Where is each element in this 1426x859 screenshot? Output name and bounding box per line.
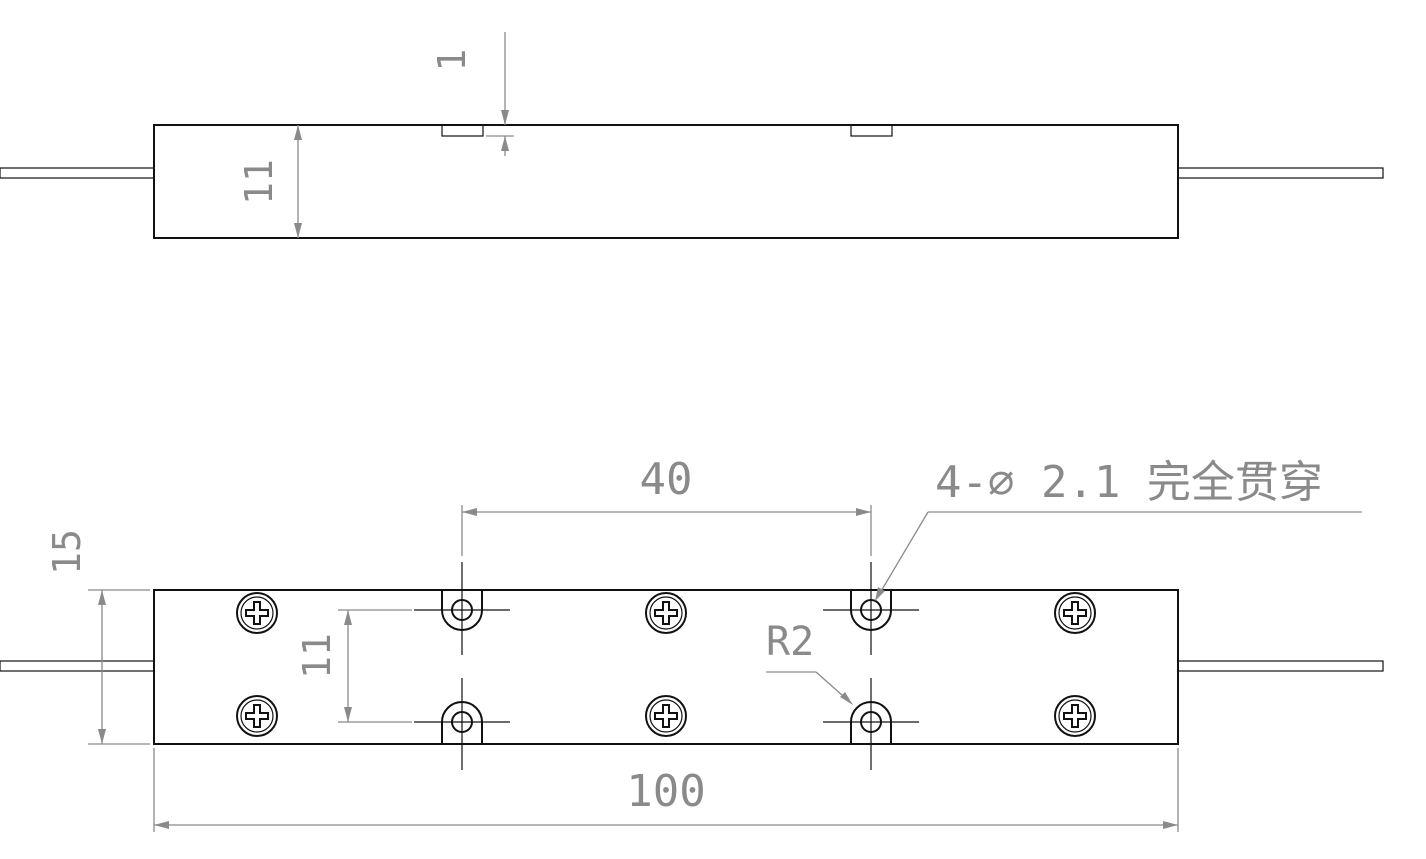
screw-icon — [645, 695, 687, 737]
top-left-lead — [0, 167, 155, 179]
bottom-body-outline — [153, 589, 1179, 745]
dim-overall-length-label: 100 — [626, 766, 705, 817]
dim-overall-length: 100 — [153, 748, 1179, 832]
top-view: 1 11 — [0, 32, 1384, 239]
dim-hole-spacing-vertical-label: 11 — [295, 633, 339, 679]
dim-hole-callout: 4-∅ 2.1 完全贯穿 — [875, 457, 1362, 601]
dim-corner-radius-label: R2 — [766, 619, 814, 665]
dim-hole-spacing-horizontal-label: 40 — [640, 454, 693, 505]
bottom-left-lead — [0, 660, 155, 672]
dim-hole-callout-label: 4-∅ 2.1 完全贯穿 — [935, 457, 1323, 508]
dim-slot-depth-label: 1 — [430, 49, 474, 72]
screw-icon — [236, 695, 278, 737]
top-slot-right — [850, 124, 893, 137]
screw-icon — [236, 592, 278, 634]
screw-icon — [645, 592, 687, 634]
screws — [236, 592, 1096, 737]
screw-icon — [1054, 695, 1096, 737]
screw-icon — [1054, 592, 1096, 634]
top-right-lead — [1177, 167, 1384, 179]
dim-overall-width-label: 15 — [45, 529, 89, 575]
dim-corner-radius: R2 — [766, 619, 853, 705]
mounting-tabs — [441, 590, 892, 744]
dim-hole-spacing-horizontal: 40 — [461, 454, 872, 556]
top-body-outline — [153, 124, 1179, 239]
dim-overall-width: 15 — [45, 529, 150, 745]
dim-hole-spacing-vertical: 11 — [295, 609, 412, 723]
bottom-right-lead — [1177, 660, 1384, 672]
dim-top-height-label: 11 — [237, 159, 281, 205]
mounting-holes — [451, 599, 882, 733]
dim-slot-depth: 1 — [430, 32, 514, 156]
bottom-view: 15 11 40 100 — [0, 454, 1384, 832]
dim-top-height: 11 — [237, 125, 302, 238]
hole-centerlines — [414, 562, 919, 770]
top-slot-left — [441, 124, 484, 137]
